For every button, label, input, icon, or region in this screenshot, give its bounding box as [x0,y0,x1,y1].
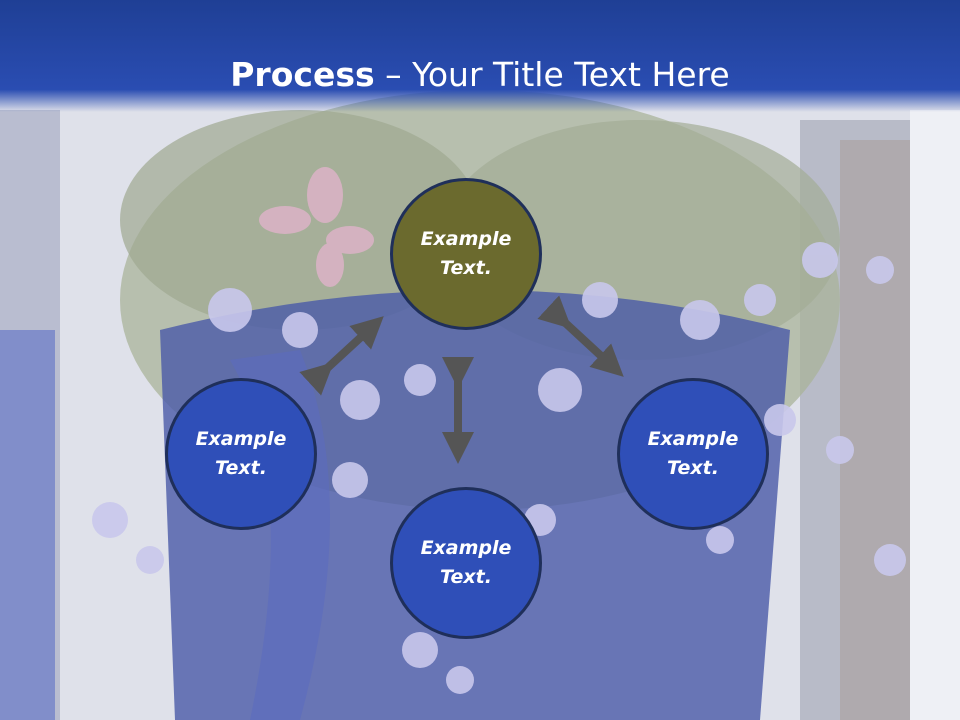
process-node-left: Example Text. [165,378,317,530]
slide-title: Process – Your Title Text Here [0,52,960,98]
title-bar [0,0,960,112]
process-node-bottom: Example Text. [390,487,542,639]
node-bottom-text: Example Text. [420,537,512,588]
double-arrow-icon [299,316,384,396]
process-node-top: Example Text. [390,178,542,330]
title-bold: Process [230,55,375,94]
double-arrow-icon [537,295,624,377]
title-rest: – Your Title Text Here [374,55,730,94]
node-left-text: Example Text. [195,428,287,479]
node-right-text: Example Text. [647,428,739,479]
node-top-text: Example Text. [420,228,512,279]
process-node-right: Example Text. [617,378,769,530]
